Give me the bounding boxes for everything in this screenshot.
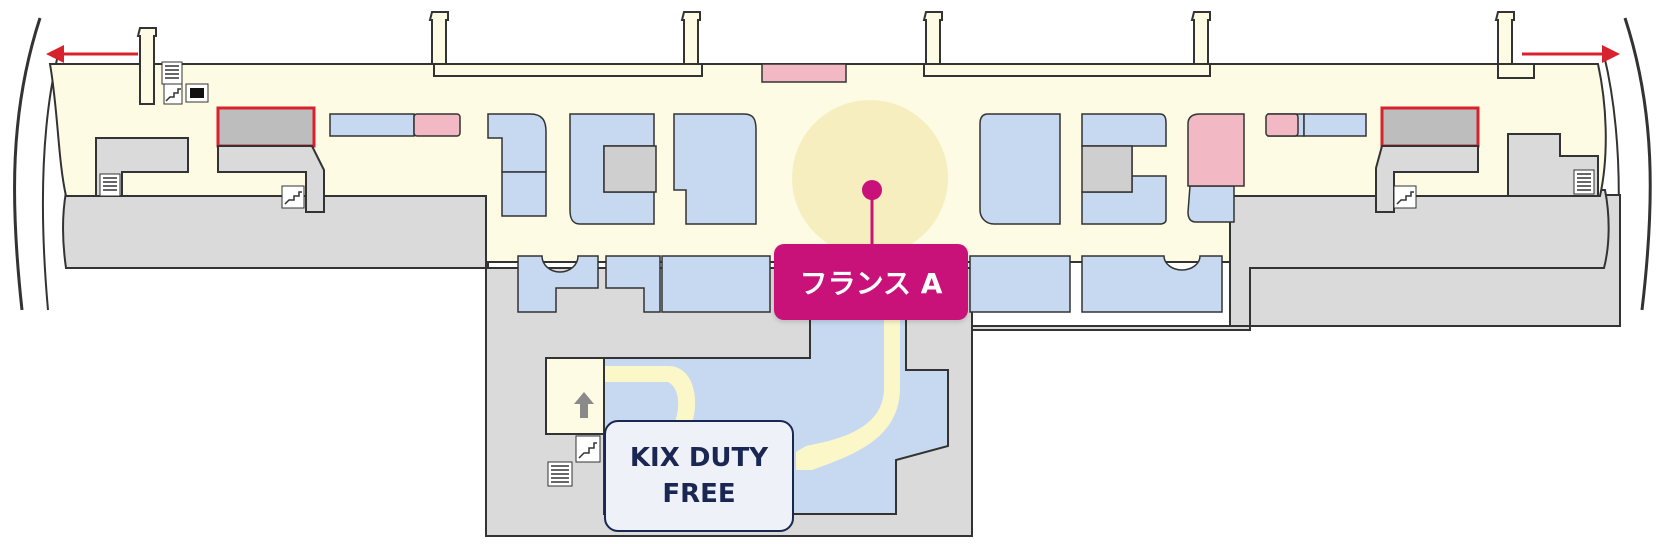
service-area-left-2 (217, 145, 325, 213)
escalator-icon (161, 61, 183, 85)
stairs-icon (281, 185, 305, 209)
boarding-bridges (136, 11, 1535, 105)
walkway-north (796, 312, 900, 470)
escalator-icon (99, 173, 121, 197)
central-plaza (792, 100, 948, 256)
walkway-loop (604, 366, 696, 440)
restricted-left (62, 191, 487, 269)
service-left-pink (413, 113, 461, 137)
arrow-right-icon (1522, 45, 1620, 63)
duty-free-label-line2: FREE (662, 479, 736, 509)
counter-right-red (1380, 106, 1480, 148)
entrance-area (545, 357, 605, 435)
shop-left-1 (329, 113, 415, 137)
lower-shop-row (517, 255, 1223, 313)
service-block-top (761, 63, 847, 83)
shop-blocks (487, 113, 1367, 225)
pin-dot (862, 180, 882, 200)
stairs-icon (1393, 185, 1417, 209)
right-wall-curve (1623, 17, 1652, 311)
arrow-left-icon (46, 45, 138, 63)
arrow-up-icon (574, 392, 594, 418)
service-right-pink (1187, 113, 1245, 187)
duty-free-label[interactable]: KIX DUTY FREE (604, 420, 794, 532)
service-block-center-left (603, 145, 657, 193)
stairs-icon (575, 435, 601, 463)
escalator-icon (1573, 169, 1595, 195)
stairs-icon (163, 83, 183, 105)
duty-free-label-line1: KIX DUTY (629, 443, 769, 473)
service-right-pink-small (1265, 113, 1299, 137)
elevator-icon (185, 83, 209, 103)
highlight-shop-label[interactable]: フランス A (774, 244, 968, 320)
escalator-icon (547, 461, 573, 487)
counter-left-red (216, 106, 316, 148)
service-block-center-right (1081, 145, 1133, 193)
restricted-right (1229, 189, 1610, 327)
left-wall-curve (13, 17, 42, 311)
